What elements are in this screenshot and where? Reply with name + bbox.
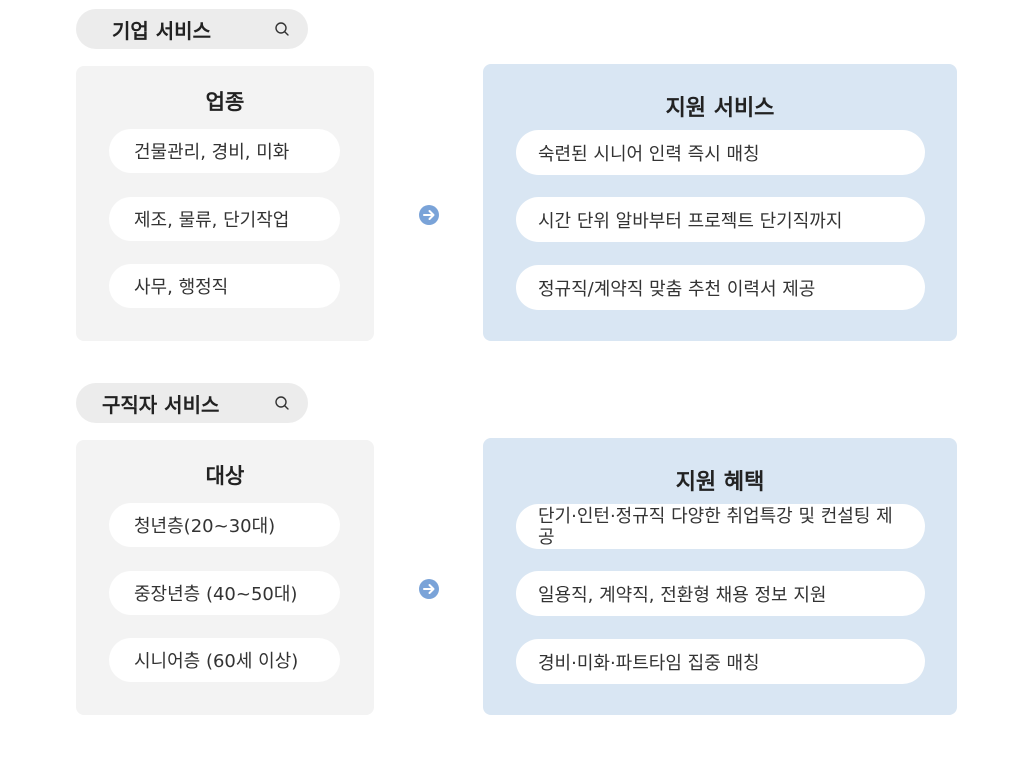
- search-icon: [275, 396, 289, 410]
- target-panel: 대상 청년층(20~30대) 중장년층 (40~50대) 시니어층 (60세 이…: [76, 440, 374, 715]
- support-benefit-panel: 지원 혜택 단기·인턴·정규직 다양한 취업특강 및 컨설팅 제공 일용직, 계…: [483, 438, 957, 715]
- arrow-right-circle-icon: [419, 579, 439, 599]
- arrow-right-circle-icon: [419, 205, 439, 225]
- panel-title: 지원 혜택: [675, 470, 765, 495]
- list-item: 일용직, 계약직, 전환형 채용 정보 지원: [516, 571, 925, 616]
- list-item: 제조, 물류, 단기작업: [109, 197, 340, 241]
- list-item: 숙련된 시니어 인력 즉시 매칭: [516, 130, 925, 175]
- panel-title: 업종: [205, 90, 245, 114]
- panel-title: 지원 서비스: [665, 96, 775, 121]
- list-item: 사무, 행정직: [109, 264, 340, 308]
- list-item: 건물관리, 경비, 미화: [109, 129, 340, 173]
- list-item: 청년층(20~30대): [109, 503, 340, 547]
- section-tag-jobseeker[interactable]: 구직자 서비스: [76, 383, 308, 423]
- section-tag-label: 기업 서비스: [112, 18, 211, 43]
- industry-panel: 업종 건물관리, 경비, 미화 제조, 물류, 단기작업 사무, 행정직: [76, 66, 374, 341]
- list-item: 단기·인턴·정규직 다양한 취업특강 및 컨설팅 제공: [516, 504, 925, 549]
- section-tag-label: 구직자 서비스: [102, 392, 220, 417]
- list-item: 경비·미화·파트타임 집중 매칭: [516, 639, 925, 684]
- list-item: 시간 단위 알바부터 프로젝트 단기직까지: [516, 197, 925, 242]
- list-item: 정규직/계약직 맞춤 추천 이력서 제공: [516, 265, 925, 310]
- search-icon: [275, 22, 289, 36]
- section-tag-corporate[interactable]: 기업 서비스: [76, 9, 308, 49]
- support-service-panel: 지원 서비스 숙련된 시니어 인력 즉시 매칭 시간 단위 알바부터 프로젝트 …: [483, 64, 957, 341]
- list-item: 시니어층 (60세 이상): [109, 638, 340, 682]
- panel-title: 대상: [205, 464, 245, 488]
- list-item: 중장년층 (40~50대): [109, 571, 340, 615]
